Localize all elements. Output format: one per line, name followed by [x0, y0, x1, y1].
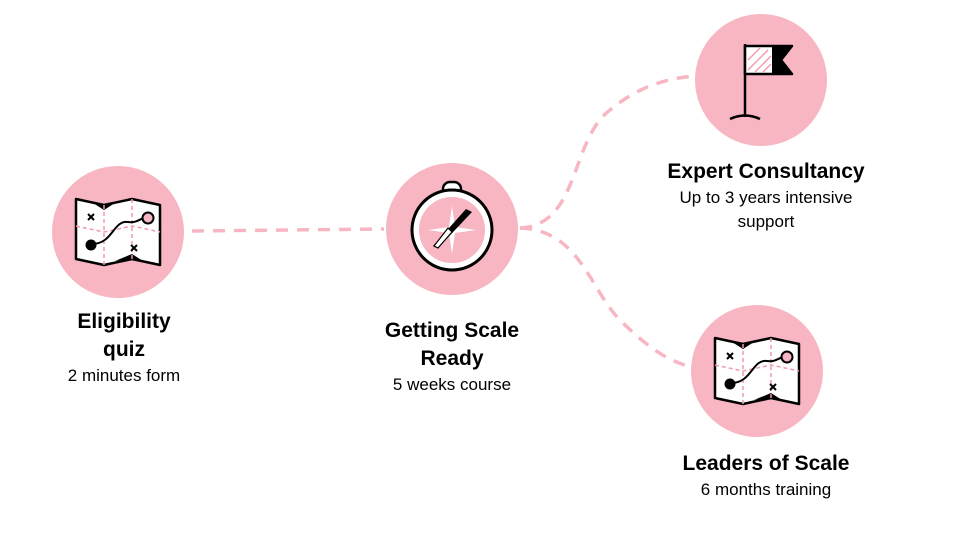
- flag-icon: [729, 44, 794, 121]
- node-title: Expert Consultancy: [667, 160, 865, 183]
- node-expert-consultancy: Expert Consultancy Up to 3 years intensi…: [667, 158, 864, 234]
- node-leaders-of-scale-circle: [691, 305, 823, 437]
- node-subtitle: support: [737, 212, 795, 231]
- node-eligibility-quiz: Eligibility quiz 2 minutes form: [68, 308, 180, 388]
- node-subtitle: 6 months training: [700, 480, 832, 499]
- node-subtitle: Up to 3 years intensive: [679, 188, 853, 207]
- node-getting-scale-ready-circle: [386, 163, 518, 295]
- node-title: Getting Scale: [384, 319, 520, 342]
- connector-course-to-consultancy: [519, 74, 696, 230]
- map-icon: [713, 336, 801, 406]
- connector-course-to-leaders: [519, 226, 696, 370]
- node-title: Leaders of Scale: [682, 452, 850, 475]
- node-subtitle: 5 weeks course: [392, 375, 512, 394]
- node-getting-scale-ready: Getting Scale Ready 5 weeks course: [385, 317, 519, 397]
- node-expert-consultancy-circle: [695, 14, 827, 146]
- connector-quiz-to-course: [191, 227, 385, 233]
- node-title: quiz: [103, 338, 145, 361]
- node-eligibility-quiz-circle: [52, 166, 184, 298]
- node-title: Eligibility: [77, 310, 171, 333]
- compass-icon: [410, 180, 494, 272]
- map-icon: [74, 197, 162, 267]
- node-leaders-of-scale: Leaders of Scale 6 months training: [683, 450, 850, 502]
- node-title: Ready: [420, 347, 484, 370]
- node-subtitle: 2 minutes form: [67, 366, 181, 385]
